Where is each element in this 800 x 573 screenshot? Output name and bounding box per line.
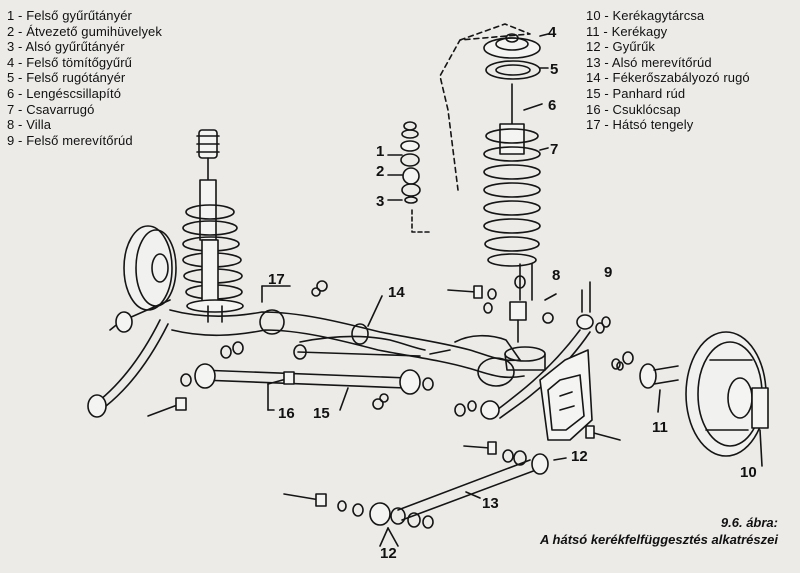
legend-item-number: 15 — [586, 85, 601, 101]
legend-item-label: Átvezető gumihüvelyek — [26, 23, 162, 39]
brake-regulator-spring — [299, 295, 426, 351]
callout-12-lower: 12 — [380, 545, 397, 562]
legend-item: 15 - Panhard rúd — [586, 85, 686, 101]
legend-item: 7 - Csavarrugó — [7, 101, 95, 117]
callout-15: 15 — [313, 405, 330, 422]
wheel-hub — [611, 351, 679, 413]
legend-item-label: Lengéscsillapító — [26, 85, 122, 101]
legend-item-number: 6 — [7, 85, 15, 101]
legend-item-number: 7 — [7, 101, 15, 117]
legend-item-number: 9 — [7, 132, 15, 148]
legend-item-label: Panhard rúd — [612, 85, 686, 101]
legend-item-label: Hátsó tengely — [612, 117, 694, 133]
legend-item-label: Kerékagytárcsa — [612, 8, 705, 23]
left-strut-assembly — [87, 129, 244, 418]
center-hardware — [372, 349, 624, 417]
caption-title: A hátsó kerékfelfüggesztés alkatrészei — [540, 532, 778, 547]
legend-item: 17 - Hátsó tengely — [586, 117, 694, 133]
callout-4: 4 — [548, 24, 557, 41]
callout-5: 5 — [550, 61, 559, 78]
legend-item: 9 - Felső merevítőrúd — [7, 132, 133, 148]
legend-item-label: Gyűrűk — [612, 39, 656, 55]
legend-item-label: Villa — [26, 117, 52, 133]
legend-item: 3 - Alsó gyűrűtányér — [7, 39, 125, 55]
callout-12-upper: 12 — [571, 448, 588, 465]
legend-item: 5 - Felső rugótányér — [7, 70, 126, 86]
legend-item: 4 - Felső tömítőgyűrű — [7, 54, 132, 70]
bushing-stack — [387, 121, 431, 233]
legend-item-label: Alsó merevítőrúd — [611, 54, 712, 70]
left-hardware — [147, 280, 328, 417]
right-strut-assembly — [439, 23, 557, 371]
panhard-rod — [180, 344, 434, 411]
legend-item-label: Felső merevítőrúd — [26, 132, 133, 148]
lower-tie-rod — [283, 441, 567, 547]
legend-item: 2 - Átvezető gumihüvelyek — [7, 23, 162, 39]
legend-item-number: 8 — [7, 117, 15, 133]
legend-item-number: 11 — [586, 23, 600, 39]
callout-9: 9 — [604, 264, 613, 281]
callout-3: 3 — [376, 193, 385, 210]
figure-caption: 9.6. ábra: A hátsó kerékfelfüggesztés al… — [540, 514, 778, 548]
legend-item: 10 - Kerékagytárcsa — [586, 8, 705, 23]
legend-item-number: 10 — [586, 8, 601, 23]
legend-item: 8 - Villa — [7, 117, 52, 133]
callout-14: 14 — [388, 284, 405, 301]
callout-16: 16 — [278, 405, 295, 422]
legend-item-number: 3 — [7, 39, 15, 55]
legend-item-label: Kerékagy — [611, 23, 668, 39]
legend-item: 6 - Lengéscsillapító — [7, 85, 122, 101]
legend-item: 13 - Alsó merevítőrúd — [586, 54, 712, 70]
legend-item-number: 2 — [7, 23, 15, 39]
hub-disc — [685, 331, 769, 467]
legend-item-label: Alsó gyűrűtányér — [25, 39, 125, 55]
legend-item: 14 - Fékerőszabályozó rugó — [586, 70, 750, 86]
legend-item: 1 - Felső gyűrűtányér — [7, 8, 132, 23]
legend-item: 16 - Csuklócsap — [586, 101, 681, 117]
legend-left: 1 - Felső gyűrűtányér 2 - Átvezető gumih… — [7, 8, 162, 148]
callout-11: 11 — [652, 419, 668, 436]
legend-right: 10 - Kerékagytárcsa 11 - Kerékagy 12 - G… — [586, 8, 750, 133]
caption-figure-number: 9.6. ábra: — [720, 515, 778, 530]
upper-tie-rod — [480, 281, 611, 420]
callout-8: 8 — [552, 267, 561, 284]
legend-item: 12 - Gyűrűk — [586, 39, 656, 55]
legend-item-label: Felső tömítőgyűrű — [26, 54, 132, 70]
rear-axle — [169, 285, 525, 387]
legend-item-label: Csavarrugó — [26, 101, 95, 117]
callout-17: 17 — [268, 271, 285, 288]
legend-item-number: 12 — [586, 39, 601, 55]
hub-carrier-plate — [539, 349, 621, 441]
callout-13: 13 — [482, 495, 499, 512]
legend-item-number: 17 — [586, 117, 601, 133]
callout-6: 6 — [548, 97, 557, 114]
legend-item-number: 14 — [586, 70, 601, 86]
legend-item-number: 1 — [7, 8, 15, 23]
legend-item-label: Csuklócsap — [612, 101, 681, 117]
legend-item-number: 16 — [586, 101, 601, 117]
legend-item-label: Fékerőszabályozó rugó — [612, 70, 750, 86]
legend-item-number: 4 — [7, 54, 15, 70]
legend-item-label: Felső rugótányér — [26, 70, 126, 86]
legend-item-number: 5 — [7, 70, 15, 86]
legend-item: 11 - Kerékagy — [586, 23, 668, 39]
legend-item-number: 13 — [586, 54, 601, 70]
callout-1: 1 — [376, 143, 385, 160]
callout-7: 7 — [550, 141, 559, 158]
callout-2: 2 — [376, 163, 385, 180]
legend-item-label: Felső gyűrűtányér — [26, 8, 132, 23]
callout-10: 10 — [740, 464, 757, 481]
